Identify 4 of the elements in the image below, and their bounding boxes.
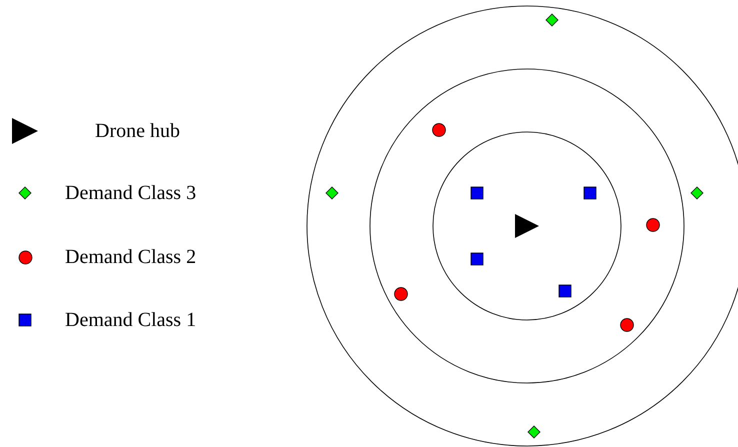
- legend-label: Demand Class 3: [65, 181, 196, 205]
- legend-label: Drone hub: [95, 119, 180, 143]
- legend-label: Demand Class 2: [65, 245, 196, 269]
- legend-label: Demand Class 1: [65, 308, 196, 332]
